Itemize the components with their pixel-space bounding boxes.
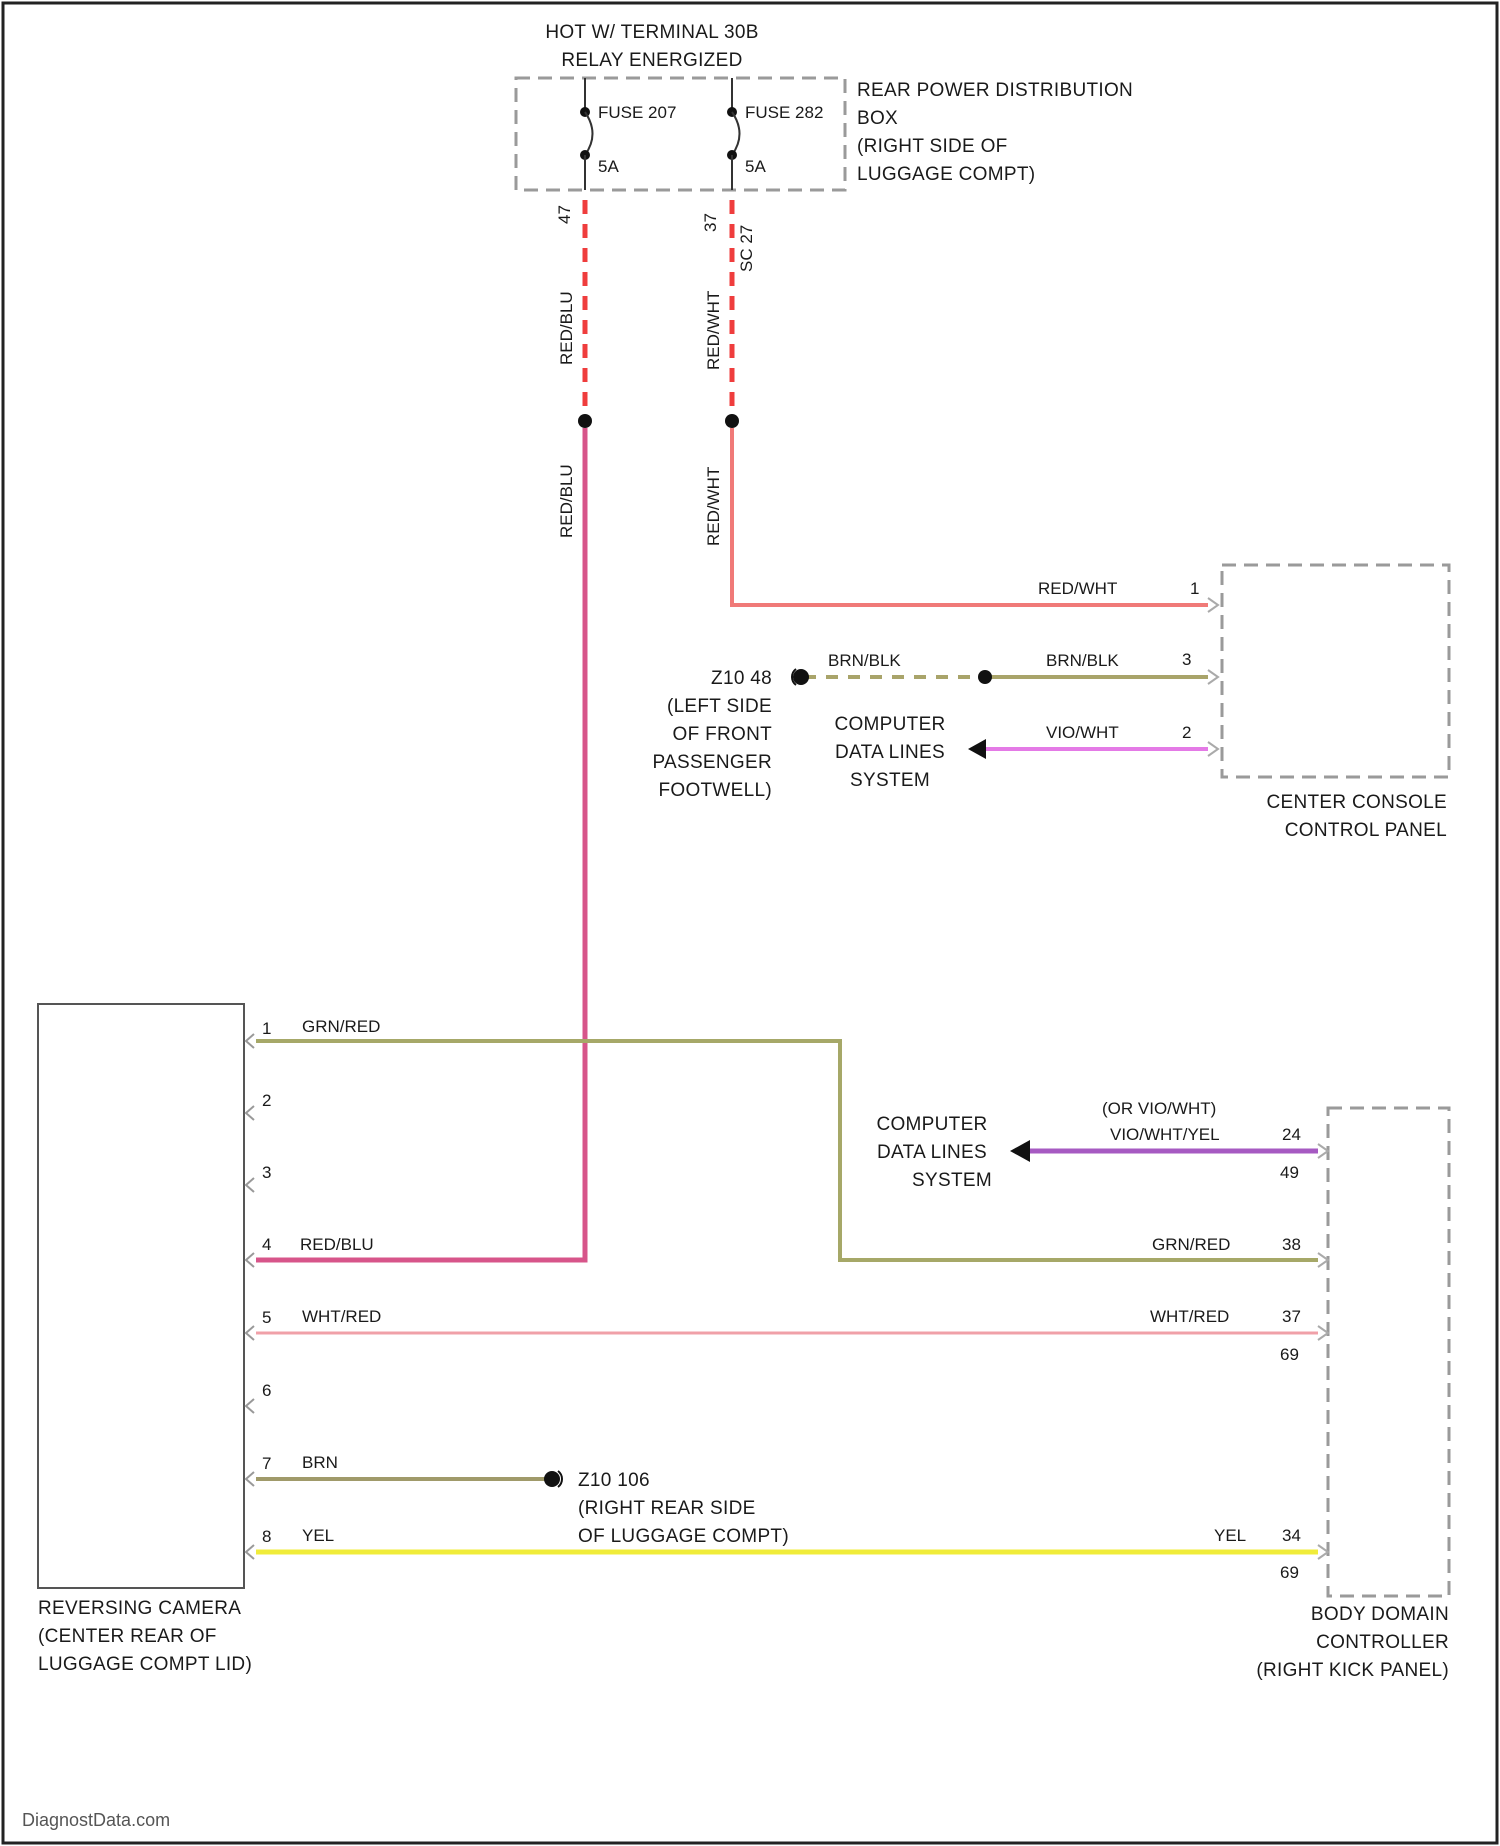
rear-box-label-4: LUGGAGE COMPT) [857,164,1035,185]
red-blu-label-lower: RED/BLU [557,464,576,538]
red-wht-label-upper: RED/WHT [704,291,723,370]
camera-pin-2: 2 [262,1091,271,1110]
footer-watermark: DiagnostData.com [22,1810,170,1830]
fuse-207-pin: 47 [555,205,574,224]
grn-red-label-bdc: GRN/RED [1152,1235,1230,1254]
splice-red-wht [725,414,739,428]
bdc-conn-69-upper: 69 [1280,1345,1299,1364]
camera-label-2: (CENTER REAR OF [38,1626,217,1647]
fuse-282-rating: 5A [745,157,766,176]
data-lines-lower-2: DATA LINES [877,1142,987,1163]
vio-wht-yel-label: VIO/WHT/YEL [1110,1125,1220,1144]
camera-pin-7: 7 [262,1454,271,1473]
center-console-label-1: CENTER CONSOLE [1266,792,1447,813]
rear-box-label-2: BOX [857,108,898,129]
vio-wht-yel-alt-label: (OR VIO/WHT) [1102,1099,1216,1118]
hot-label-line-1: HOT W/ TERMINAL 30B [545,22,758,43]
fuse-282-connector: SC 27 [737,225,756,272]
rear-box-label-1: REAR POWER DISTRIBUTION [857,80,1133,101]
camera-pin-8: 8 [262,1527,271,1546]
camera-pin-1: 1 [262,1019,271,1038]
red-wht-label-console: RED/WHT [1038,579,1117,598]
red-blu-label-camera: RED/BLU [300,1235,374,1254]
rear-box-label-3: (RIGHT SIDE OF [857,136,1008,157]
bdc-pin-37: 37 [1282,1307,1301,1326]
camera-label-1: REVERSING CAMERA [38,1598,241,1619]
ground-z10-48-loc-2: OF FRONT [673,724,773,745]
ground-z10-106-id: Z10 106 [578,1470,650,1491]
wht-red-label-camera: WHT/RED [302,1307,381,1326]
ground-z10-48-loc-3: PASSENGER [652,752,772,773]
ground-z10-48-icon [793,669,809,685]
bdc-pin-38: 38 [1282,1235,1301,1254]
data-lines-upper-1: COMPUTER [834,714,945,735]
brn-blk-label-left: BRN/BLK [828,651,901,670]
brn-blk-label-right: BRN/BLK [1046,651,1119,670]
splice-brn-blk [978,670,992,684]
fuse-282-pin: 37 [701,213,720,232]
console-pin-1: 1 [1190,579,1199,598]
camera-pin-6: 6 [262,1381,271,1400]
ground-z10-48-loc-1: (LEFT SIDE [667,696,772,717]
bdc-pin-34: 34 [1282,1526,1301,1545]
reversing-camera-box [38,1004,244,1588]
center-console-label-2: CONTROL PANEL [1285,820,1447,841]
grn-red-label-camera: GRN/RED [302,1017,380,1036]
camera-pin-5: 5 [262,1308,271,1327]
vio-wht-label: VIO/WHT [1046,723,1119,742]
data-lines-upper-2: DATA LINES [835,742,945,763]
fuse-282-name: FUSE 282 [745,103,823,122]
yel-label-camera: YEL [302,1526,334,1545]
red-wht-label-lower: RED/WHT [704,467,723,546]
bdc-conn-49: 49 [1280,1163,1299,1182]
data-lines-upper-3: SYSTEM [850,770,930,791]
fuse-207-rating: 5A [598,157,619,176]
bdc-pin-24: 24 [1282,1125,1301,1144]
ground-z10-106-loc-1: (RIGHT REAR SIDE [578,1498,756,1519]
bdc-label-3: (RIGHT KICK PANEL) [1256,1660,1449,1681]
ground-z10-106-loc-2: OF LUGGAGE COMPT) [578,1526,789,1547]
hot-label-line-2: RELAY ENERGIZED [561,50,742,71]
ground-z10-106-icon [544,1471,560,1487]
data-lines-lower-1: COMPUTER [876,1114,987,1135]
console-pin-2: 2 [1182,723,1191,742]
fuse-207-name: FUSE 207 [598,103,676,122]
wht-red-label-bdc: WHT/RED [1150,1307,1229,1326]
red-blu-label-upper: RED/BLU [557,291,576,365]
camera-label-3: LUGGAGE COMPT LID) [38,1654,252,1675]
yel-label-bdc: YEL [1214,1526,1246,1545]
brn-label: BRN [302,1453,338,1472]
bdc-conn-69-lower: 69 [1280,1563,1299,1582]
splice-red-blu [578,414,592,428]
ground-z10-48-id: Z10 48 [711,668,772,689]
camera-pin-3: 3 [262,1163,271,1182]
camera-pin-4: 4 [262,1235,271,1254]
console-pin-3: 3 [1182,650,1191,669]
ground-z10-48-loc-4: FOOTWELL) [658,780,772,801]
data-lines-lower-3: SYSTEM [912,1170,992,1191]
bdc-label-1: BODY DOMAIN [1311,1604,1449,1625]
bdc-label-2: CONTROLLER [1316,1632,1449,1653]
